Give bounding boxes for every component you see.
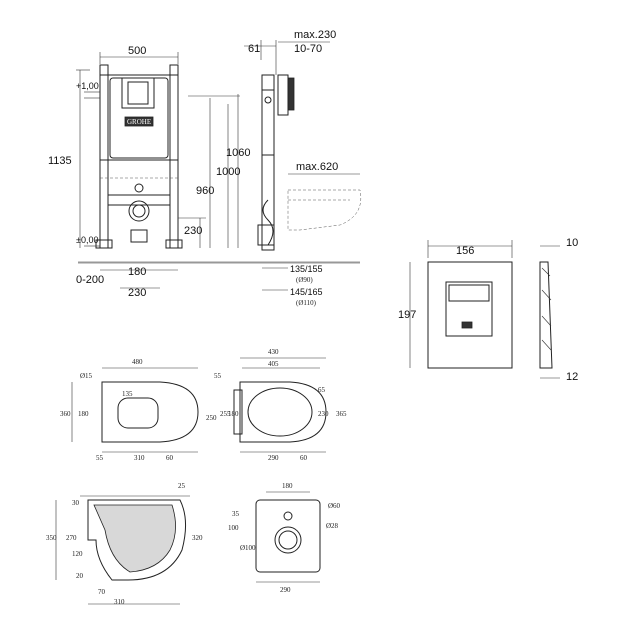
dim-55-top: 55 [214,372,222,380]
dim-d28: Ø28 [326,522,339,530]
dim-405: 405 [268,360,279,368]
dim-1000: 1000 [216,166,240,178]
dim-d110: (Ø110) [296,299,317,307]
plate-thickness-12: 12 [566,371,578,383]
dim-290-seat: 290 [268,454,279,462]
plate-thickness-10: 10 [566,237,578,249]
dim-180: 180 [128,266,146,278]
dim-max620: max.620 [296,161,338,173]
dim-350: 350 [46,534,57,542]
brand-label: GROHE [127,118,151,126]
dim-60-right: 60 [300,454,308,462]
dim-61: 61 [248,43,260,55]
dim-d100: Ø100 [240,544,256,552]
dim-max230: max.230 [294,29,336,41]
dim-290-rear: 290 [280,586,291,594]
toilet-top-view: 480 Ø15 55 135 360 180 250 55 310 60 [60,358,222,462]
dim-270: 270 [66,534,77,542]
dim-255: 255 [220,410,231,418]
plate-width: 156 [456,245,474,257]
dim-230-right: 230 [184,225,202,237]
dim-120: 120 [72,550,83,558]
dim-320: 320 [192,534,203,542]
flush-plate-view: 156 197 10 12 [398,237,578,383]
dim-145-165: 145/165 [290,287,323,297]
dim-430: 430 [268,348,279,356]
dim-d60: Ø60 [328,502,341,510]
dim-180-seat: 180 [228,410,239,418]
dim-60-left: 60 [166,454,174,462]
dim-310: 310 [134,454,145,462]
dim-480: 480 [132,358,143,366]
dim-100: 100 [228,524,239,532]
dim-230-bottom: 230 [128,287,146,299]
level-zero: ±0,00 [76,235,98,245]
dim-10-70: 10-70 [294,43,322,55]
dim-d90: (Ø90) [296,276,313,284]
dim-500: 500 [128,45,146,57]
dim-135-155: 135/155 [290,264,323,274]
dim-310-side: 310 [114,598,125,606]
dim-20: 20 [76,572,84,580]
dim-1060: 1060 [226,147,250,159]
level-plus-100: +1,00 [76,81,99,91]
plate-height: 197 [398,309,416,321]
dim-230-seat: 230 [318,410,329,418]
dim-1135: 1135 [48,155,72,167]
dim-365: 365 [336,410,347,418]
dim-360: 360 [60,410,71,418]
dim-55-bottom: 55 [96,454,104,462]
dim-25: 25 [178,482,186,490]
dim-180-top: 180 [78,410,89,418]
toilet-rear-view: 180 Ø60 35 100 Ø28 Ø100 290 [228,482,341,594]
dim-135-top: 135 [122,390,133,398]
dim-180-rear: 180 [282,482,293,490]
dim-960: 960 [196,185,214,197]
dim-65: 65 [318,386,326,394]
frame-front-view: GROHE 500 1135 +1,00 ±0,00 1060 1000 960 [48,45,360,299]
toilet-side-section: 25 30 350 270 320 120 20 70 310 [46,482,203,606]
dim-30: 30 [72,499,80,507]
dim-d15: Ø15 [80,372,93,380]
dim-0-200: 0-200 [76,274,104,286]
dim-35: 35 [232,510,240,518]
dim-250: 250 [206,414,217,422]
dim-70: 70 [98,588,106,596]
frame-side-view: max.230 61 10-70 max.620 135/155 (Ø90) 1… [244,29,362,307]
toilet-seat-view: 430 405 255 180 65 230 365 290 60 [220,348,347,462]
